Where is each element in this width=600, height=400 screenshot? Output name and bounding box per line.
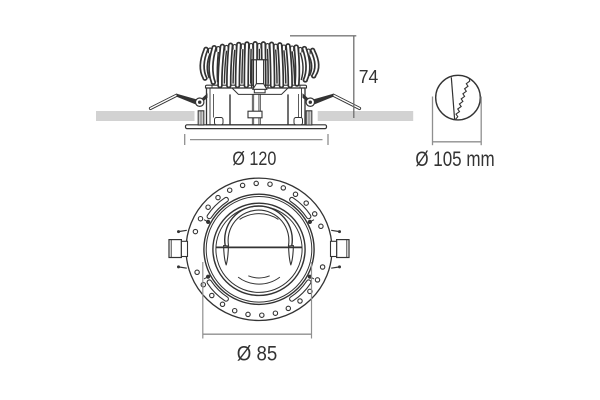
- svg-text:Ø 120: Ø 120: [232, 148, 276, 170]
- svg-text:74: 74: [359, 67, 379, 88]
- svg-text:Ø 85: Ø 85: [237, 343, 277, 366]
- svg-text:Ø 105 mm: Ø 105 mm: [415, 148, 494, 171]
